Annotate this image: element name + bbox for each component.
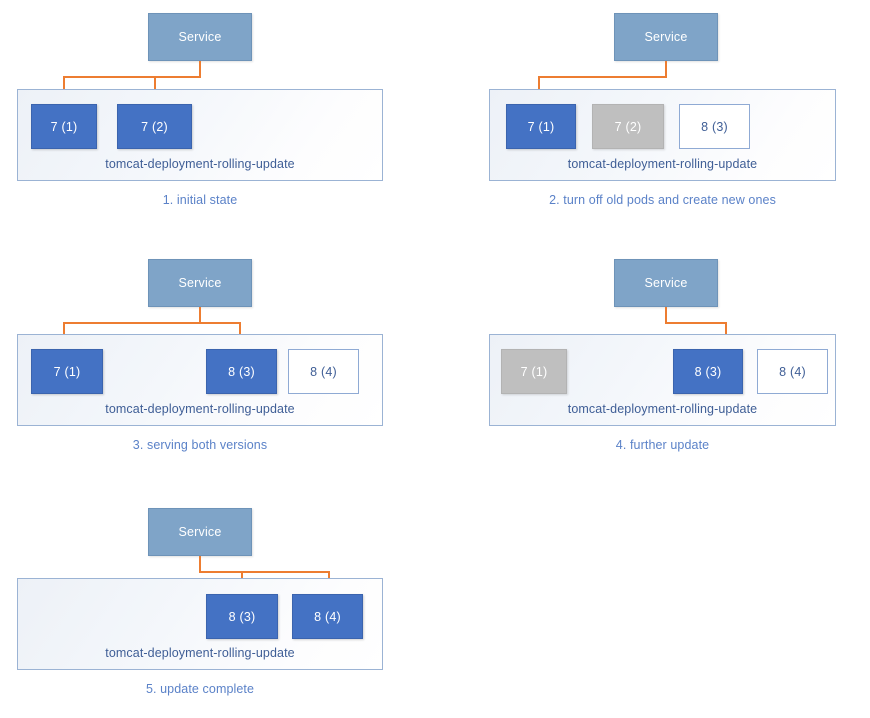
deployment-label: tomcat-deployment-rolling-update xyxy=(567,157,758,171)
deployment-label: tomcat-deployment-rolling-update xyxy=(567,402,758,416)
pod-8-3[interactable]: 8 (3) xyxy=(679,104,750,149)
panel-caption: 1. initial state xyxy=(162,193,238,207)
service-node[interactable]: Service xyxy=(148,259,252,307)
panel-caption: 3. serving both versions xyxy=(132,438,268,452)
service-node[interactable]: Service xyxy=(614,13,718,61)
deployment-label: tomcat-deployment-rolling-update xyxy=(105,402,295,416)
service-node[interactable]: Service xyxy=(148,508,252,556)
pod-7-2[interactable]: 7 (2) xyxy=(592,104,664,149)
deployment-label: tomcat-deployment-rolling-update xyxy=(105,646,295,660)
pod-7-1[interactable]: 7 (1) xyxy=(501,349,567,394)
pod-7-2[interactable]: 7 (2) xyxy=(117,104,192,149)
panel-caption: 2. turn off old pods and create new ones xyxy=(549,193,776,207)
pod-8-3[interactable]: 8 (3) xyxy=(673,349,743,394)
service-node[interactable]: Service xyxy=(148,13,252,61)
panel-caption: 4. further update xyxy=(615,438,710,452)
pod-7-1[interactable]: 7 (1) xyxy=(31,104,97,149)
pod-7-1[interactable]: 7 (1) xyxy=(506,104,576,149)
deployment-label: tomcat-deployment-rolling-update xyxy=(105,157,295,171)
panel-caption: 5. update complete xyxy=(145,682,255,696)
pod-8-4[interactable]: 8 (4) xyxy=(757,349,828,394)
pod-8-3[interactable]: 8 (3) xyxy=(206,349,277,394)
service-node[interactable]: Service xyxy=(614,259,718,307)
pod-8-4[interactable]: 8 (4) xyxy=(288,349,359,394)
pod-8-3[interactable]: 8 (3) xyxy=(206,594,278,639)
pod-8-4[interactable]: 8 (4) xyxy=(292,594,363,639)
pod-7-1[interactable]: 7 (1) xyxy=(31,349,103,394)
